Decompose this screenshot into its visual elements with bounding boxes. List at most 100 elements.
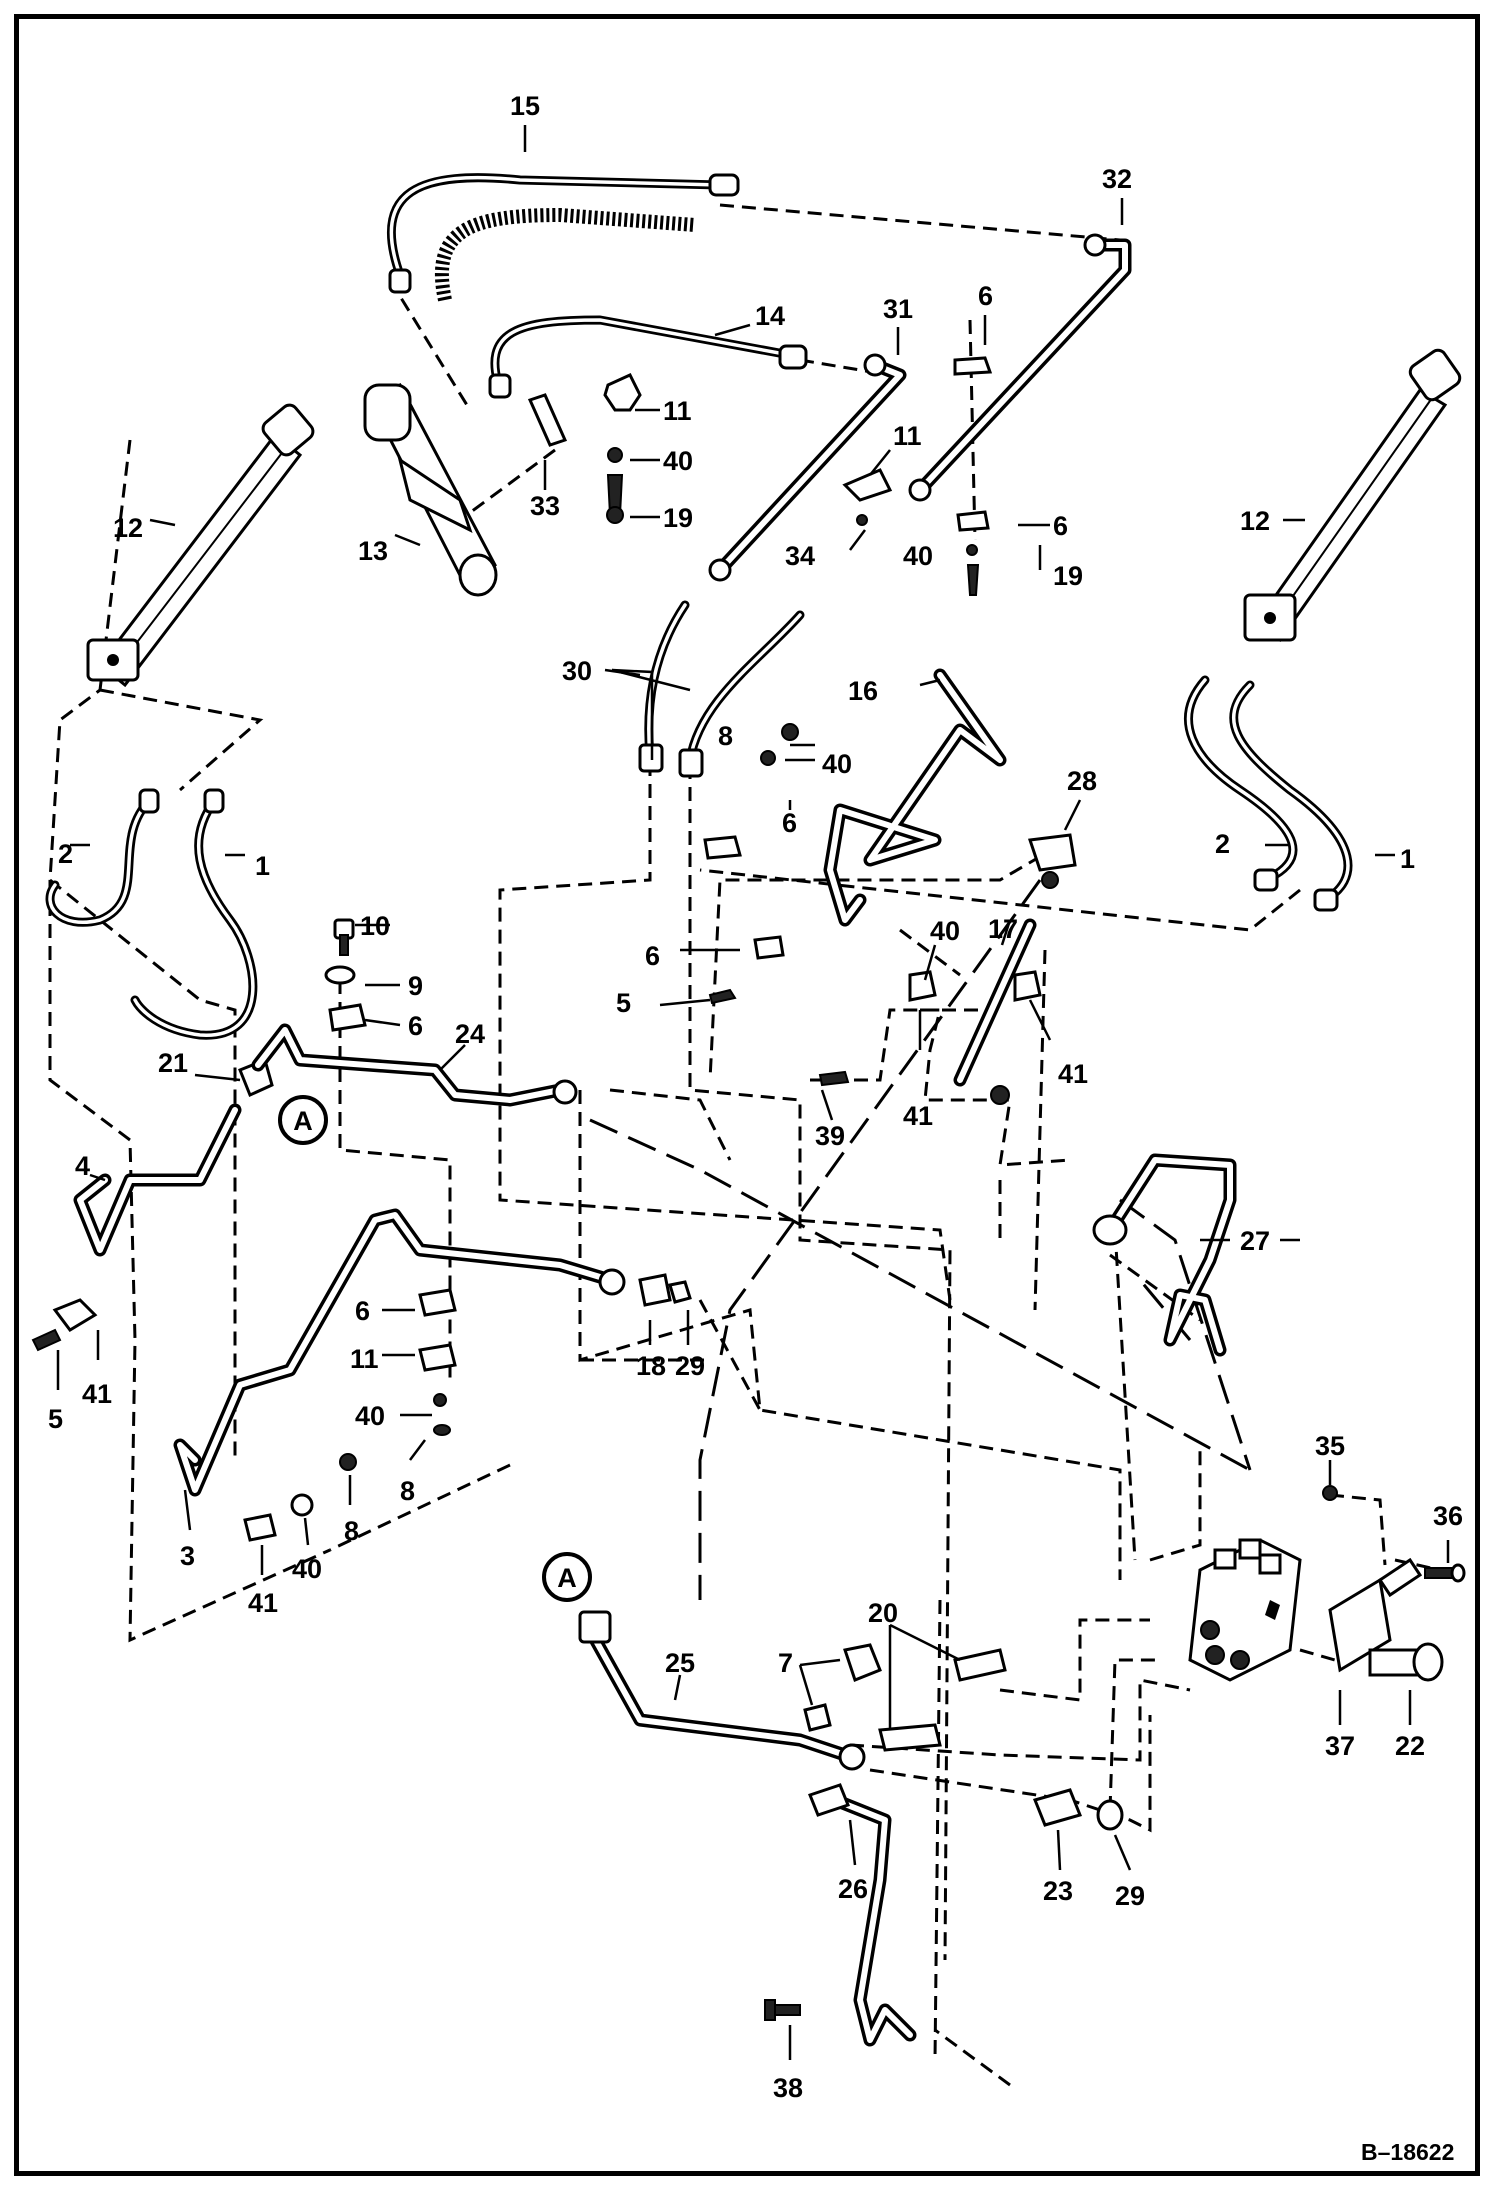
bolt-39: [818, 1070, 850, 1087]
bolt-36: [1424, 1563, 1466, 1583]
tube-27: [1092, 1153, 1237, 1357]
fitting-18: [638, 1273, 672, 1307]
ref-number: 40: [663, 446, 693, 476]
bolt-22: [1368, 1642, 1444, 1682]
ref-number: 8: [718, 721, 733, 751]
ref-number: 10: [360, 911, 390, 941]
ref-number: 11: [663, 396, 692, 426]
control-valve: [1188, 1538, 1302, 1682]
clamp-6-top: [953, 356, 993, 376]
tube-4: [73, 1103, 242, 1257]
left-cylinder-12: [86, 403, 315, 688]
small-parts: [31, 356, 1077, 1542]
svg-text:A: A: [293, 1106, 313, 1136]
clamp-11-top: [603, 373, 642, 412]
clamp-41-left: [52, 1298, 98, 1332]
clip-11: [842, 468, 893, 502]
assembly-dashed-lines: [48, 203, 1441, 2087]
ref-number: 23: [1043, 1876, 1073, 1906]
sheet-border: [14, 14, 1480, 2176]
hoses-30: [638, 600, 805, 778]
clamp-6-lower-left: [418, 1288, 457, 1317]
ref-number: 13: [358, 536, 388, 566]
bolt-5-upper: [708, 988, 737, 1005]
hose-14: [488, 315, 808, 399]
ref-number: 20: [868, 1598, 898, 1628]
tube-25: [578, 1610, 866, 1771]
ref-number: 11: [350, 1344, 379, 1374]
clamp-6-right: [753, 935, 785, 960]
ref-number: 17: [988, 914, 1018, 944]
clamp-11-lower: [418, 1343, 457, 1372]
ref-number: 27: [1240, 1226, 1270, 1256]
clamp-6-left: [328, 1003, 367, 1032]
ref-number: 8: [400, 1476, 415, 1506]
pin-33: [527, 393, 568, 447]
clamp-41-mid: [908, 970, 937, 1002]
ref-number: 32: [1102, 164, 1132, 194]
bolt-38: [764, 1999, 801, 2021]
ref-number: 16: [848, 676, 878, 706]
fitting-28: [1027, 833, 1077, 872]
fitting-17-end: [990, 1085, 1010, 1105]
ref-number: 9: [408, 971, 423, 1001]
clamp-6-mid: [703, 835, 742, 860]
ref-number: 31: [883, 294, 913, 324]
ref-number: 41: [1058, 1059, 1088, 1089]
right-cylinder-12: [1243, 348, 1462, 643]
ref-number: 6: [355, 1296, 370, 1326]
ref-number: 6: [978, 281, 993, 311]
ref-number: 29: [1115, 1881, 1145, 1911]
ref-number: 22: [1395, 1731, 1425, 1761]
ref-number: 12: [1240, 506, 1270, 536]
ref-number: 38: [773, 2073, 803, 2103]
ref-number: 3: [180, 1541, 195, 1571]
tube-16: [823, 668, 1007, 927]
ref-number: 37: [1325, 1731, 1355, 1761]
tube-24: [251, 1023, 578, 1107]
ref-number: 5: [616, 988, 631, 1018]
ref-number: 7: [778, 1648, 793, 1678]
ref-number: 6: [408, 1011, 423, 1041]
ref-number: 28: [1067, 766, 1097, 796]
ref-number: 4: [75, 1151, 90, 1181]
ref-number: 15: [510, 91, 540, 121]
tube-32: [908, 233, 1132, 502]
ref-number: 1: [1400, 844, 1415, 874]
reference-numbers: 15 32 14 31 6 11 40 19 33 13 12 11 34 6 …: [48, 91, 1463, 2103]
ref-number: 41: [82, 1379, 112, 1409]
right-hoses-1-2: [1184, 675, 1353, 912]
ref-number: 2: [1215, 829, 1230, 859]
ref-number: 36: [1433, 1501, 1463, 1531]
ref-number: 6: [1053, 511, 1068, 541]
ref-number: 41: [248, 1588, 278, 1618]
clamp-6-lower: [956, 510, 990, 532]
tube-26: [808, 1783, 917, 2047]
ref-number: 24: [455, 1019, 485, 1049]
leader-lines: [56, 125, 1450, 2060]
ref-number: 35: [1315, 1431, 1345, 1461]
ref-number: 39: [815, 1121, 845, 1151]
tube-3: [173, 1208, 626, 1497]
ref-number: 26: [838, 1874, 868, 1904]
ref-number: 5: [48, 1404, 63, 1434]
drawing-number: B–18622: [1361, 2139, 1454, 2165]
ref-number: 19: [1053, 561, 1083, 591]
bolt-5-lower: [31, 1328, 62, 1352]
ref-number: 11: [893, 421, 922, 451]
ref-number: 40: [292, 1554, 322, 1584]
bracket-37: [1328, 1557, 1423, 1673]
fitting-23: [1032, 1788, 1124, 1831]
ref-number: 8: [344, 1516, 359, 1546]
ref-number: 41: [903, 1101, 933, 1131]
svg-text:A: A: [557, 1563, 577, 1593]
fittings-20-7: [803, 1643, 1007, 1752]
ref-number: 25: [665, 1648, 695, 1678]
ref-number: 18: [636, 1351, 666, 1381]
clamp-41-right: [1013, 970, 1042, 1002]
ref-number: 40: [355, 1401, 385, 1431]
tilt-cylinder-13: [363, 383, 498, 597]
ref-number: 6: [782, 808, 797, 838]
